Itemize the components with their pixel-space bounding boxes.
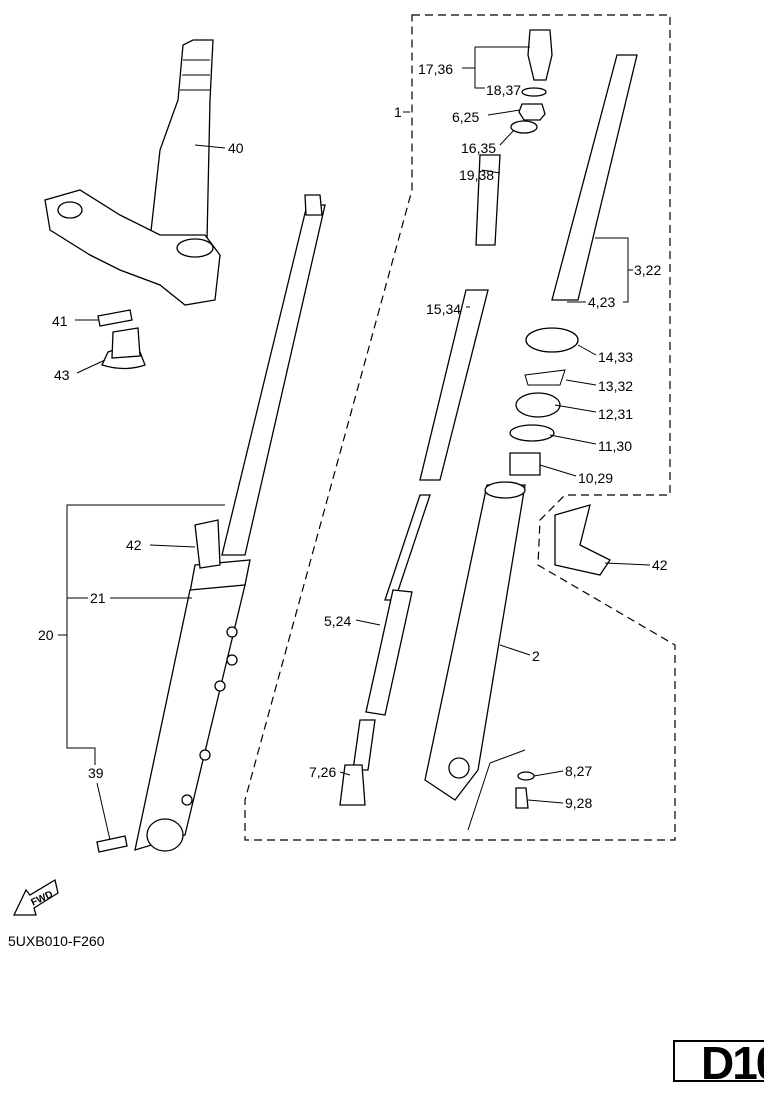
callout-42-left: 42 [126, 537, 142, 553]
damper-rod-body [365, 589, 413, 716]
callout-8-27: 8,27 [565, 763, 592, 779]
assembly-boundary [244, 14, 676, 841]
callout-7-26: 7,26 [309, 764, 336, 780]
callout-18-37: 18,37 [486, 82, 521, 98]
assembled-fork-left [134, 194, 326, 852]
callout-11-30: 11,30 [598, 438, 632, 454]
fork-protector [554, 504, 611, 576]
seal-washer [509, 424, 555, 442]
under-bracket [44, 189, 221, 306]
leader-lines [58, 46, 651, 841]
outer-tube [424, 484, 526, 801]
callout-2: 2 [532, 648, 540, 664]
callout-12-31: 12,31 [598, 406, 633, 422]
bolt [515, 787, 529, 809]
callout-13-32: 13,32 [598, 378, 633, 394]
gasket [517, 771, 535, 781]
callout-5-24: 5,24 [324, 613, 351, 629]
callout-1: 1 [394, 104, 402, 120]
damper-rod-top [527, 29, 553, 81]
steering-stem [149, 39, 214, 241]
damper-rod [384, 494, 431, 601]
callout-21: 21 [90, 590, 106, 606]
callout-39: 39 [88, 765, 104, 781]
callout-16-35: 16,35 [461, 140, 496, 156]
callout-40: 40 [228, 140, 244, 156]
callout-3-22: 3,22 [634, 262, 661, 278]
callout-6-25: 6,25 [452, 109, 479, 125]
page-code-box: D10 [673, 1040, 764, 1082]
callout-19-38: 19,38 [459, 167, 494, 183]
oil-seal [515, 392, 561, 418]
washer [510, 120, 538, 134]
oil-lock-piece [339, 764, 366, 806]
callout-41: 41 [52, 313, 68, 329]
rod-tip [352, 719, 376, 771]
dust-seal [525, 327, 579, 353]
fork-spring [419, 289, 489, 481]
callout-20: 20 [38, 627, 54, 643]
callout-15-34: 15,34 [426, 301, 461, 317]
fwd-arrow-icon: FWD [12, 878, 59, 916]
callout-9-28: 9,28 [565, 795, 592, 811]
drawing-code: 5UXB010-F260 [8, 933, 105, 949]
callout-10-29: 10,29 [578, 470, 613, 486]
callout-42-right: 42 [652, 557, 668, 573]
slide-bushing [509, 452, 541, 476]
callout-43: 43 [54, 367, 70, 383]
callout-4-23: 4,23 [588, 294, 615, 310]
nut-cap [101, 327, 146, 370]
bolt [96, 835, 128, 853]
fwd-label: FWD [29, 889, 54, 909]
page-code: D10 [701, 1040, 764, 1082]
nut [518, 103, 546, 121]
callout-17-36: 17,36 [418, 61, 453, 77]
inner-tube [551, 54, 638, 301]
callout-14-33: 14,33 [598, 349, 633, 365]
o-ring [521, 87, 547, 97]
spacer [475, 154, 501, 246]
retaining-clip [524, 369, 566, 386]
bolt [97, 309, 133, 327]
